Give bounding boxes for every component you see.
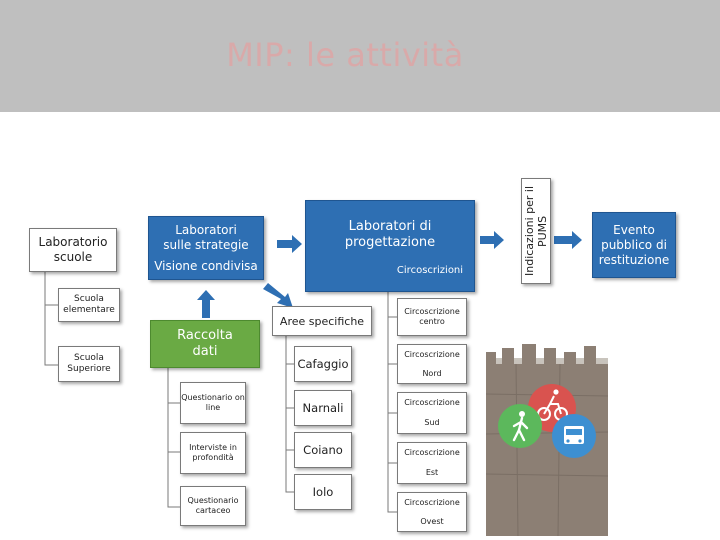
questionario-online-box: Questionario on line: [180, 382, 246, 424]
circ-est-box: Circoscrizione Est: [397, 442, 467, 484]
lab-strategie-box: Laboratori sulle strategie Visione condi…: [148, 216, 264, 280]
coiano-box: Coiano: [294, 432, 352, 468]
header-band: [0, 0, 720, 112]
circ-centro-box: Circoscrizione centro: [397, 298, 467, 336]
scuola-superiore-box: Scuola Superiore: [58, 346, 120, 382]
circ-sud-box: Circoscrizione Sud: [397, 392, 467, 434]
lab-strategie-title: Laboratori sulle strategie: [163, 222, 249, 252]
evento-box: Evento pubblico di restituzione: [592, 212, 676, 278]
page-title: MIP: le attività: [226, 36, 464, 74]
lab-scuole-label: Laboratorio scuole: [38, 235, 108, 264]
circ-est-sublabel: Est: [425, 468, 439, 477]
cafaggio-box: Cafaggio: [294, 346, 352, 382]
circ-sud-sublabel: Sud: [424, 418, 440, 427]
circ-sud-label: Circoscrizione: [404, 398, 460, 407]
questionario-cartaceo-box: Questionario cartaceo: [180, 486, 246, 526]
lab-progettazione-subtitle: Circoscrizioni: [396, 265, 464, 276]
circ-ovest-label: Circoscrizione: [404, 497, 460, 507]
coiano-label: Coiano: [303, 443, 343, 457]
scuola-elementare-label: Scuola elementare: [63, 294, 115, 315]
raccolta-dati-label: Raccolta dati: [177, 328, 233, 359]
interviste-label: Interviste in profondità: [189, 443, 237, 462]
indicazioni-pums-box: Indicazioni per il PUMS: [521, 178, 551, 284]
circ-nord-label: Circoscrizione: [404, 349, 460, 359]
narnali-label: Narnali: [302, 401, 344, 415]
pedestrian-icon: [498, 404, 542, 448]
circ-est-label: Circoscrizione: [404, 448, 460, 457]
circ-centro-label: Circoscrizione centro: [404, 307, 460, 326]
circ-nord-box: Circoscrizione Nord: [397, 344, 467, 384]
questionario-online-label: Questionario on line: [181, 393, 245, 412]
circ-ovest-sublabel: Ovest: [420, 516, 444, 526]
iolo-box: Iolo: [294, 474, 352, 510]
narnali-box: Narnali: [294, 390, 352, 426]
bus-icon: [552, 414, 596, 458]
city-walls-photo: [486, 344, 608, 536]
lab-progettazione-box: Laboratori di progettazione Circoscrizio…: [305, 200, 475, 292]
circ-ovest-box: Circoscrizione Ovest: [397, 492, 467, 532]
lab-strategie-subtitle: Visione condivisa: [154, 258, 258, 273]
questionario-cartaceo-label: Questionario cartaceo: [187, 496, 239, 515]
circ-nord-sublabel: Nord: [422, 368, 442, 378]
raccolta-dati-box: Raccolta dati: [150, 320, 260, 368]
evento-label: Evento pubblico di restituzione: [598, 222, 670, 267]
scuola-elementare-box: Scuola elementare: [58, 288, 120, 322]
lab-scuole-box: Laboratorio scuole: [29, 228, 117, 272]
lab-progettazione-title: Laboratori di progettazione: [344, 219, 436, 250]
iolo-label: Iolo: [312, 485, 334, 499]
scuola-superiore-label: Scuola Superiore: [67, 353, 111, 374]
interviste-box: Interviste in profondità: [180, 432, 246, 474]
indicazioni-pums-label: Indicazioni per il PUMS: [523, 186, 549, 277]
cafaggio-label: Cafaggio: [297, 357, 349, 371]
aree-specifiche-box: Aree specifiche: [272, 306, 372, 336]
aree-specifiche-label: Aree specifiche: [279, 314, 365, 328]
